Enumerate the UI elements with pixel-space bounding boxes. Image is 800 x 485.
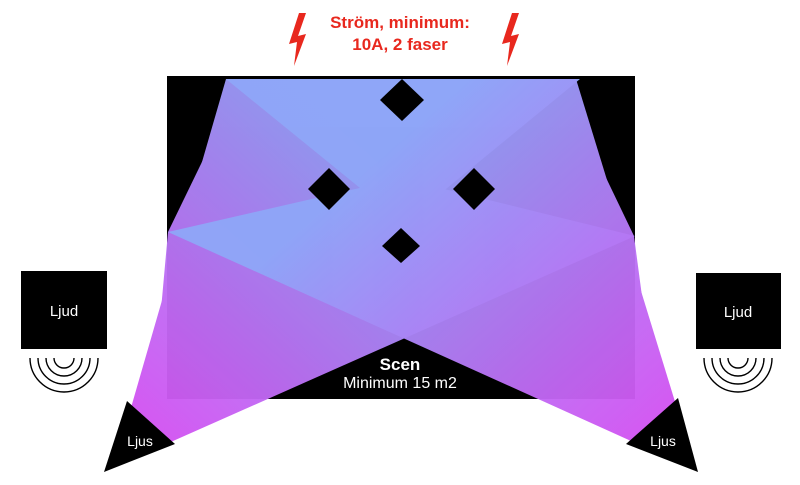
- power-line-2: 10A, 2 faser: [352, 35, 448, 54]
- sound-box-right: [696, 273, 781, 349]
- speaker-waves-icon: [703, 357, 773, 393]
- stage-caption: Scen Minimum 15 m2: [300, 355, 500, 393]
- lightning-bolt-icon: [289, 13, 306, 66]
- beam: [168, 136, 660, 445]
- power-line-1: Ström, minimum:: [330, 13, 470, 32]
- sound-box-left: [21, 271, 107, 349]
- right-light-beams: [168, 79, 680, 445]
- light-fixture-right: [626, 398, 698, 472]
- sound-label-left: Ljud: [49, 303, 79, 320]
- light-label-left: Ljus: [127, 433, 153, 449]
- sound-label-right: Ljud: [723, 304, 753, 321]
- light-label-right: Ljus: [650, 433, 676, 449]
- lightning-bolt-icon: [502, 13, 519, 66]
- light-fixture-left: [104, 401, 175, 472]
- stage-subtitle: Minimum 15 m2: [343, 375, 457, 392]
- speaker-waves-icon: [29, 357, 99, 393]
- power-requirement: Ström, minimum: 10A, 2 faser: [300, 12, 500, 56]
- stage-title: Scen: [379, 355, 421, 374]
- beam-gaps: [308, 79, 495, 263]
